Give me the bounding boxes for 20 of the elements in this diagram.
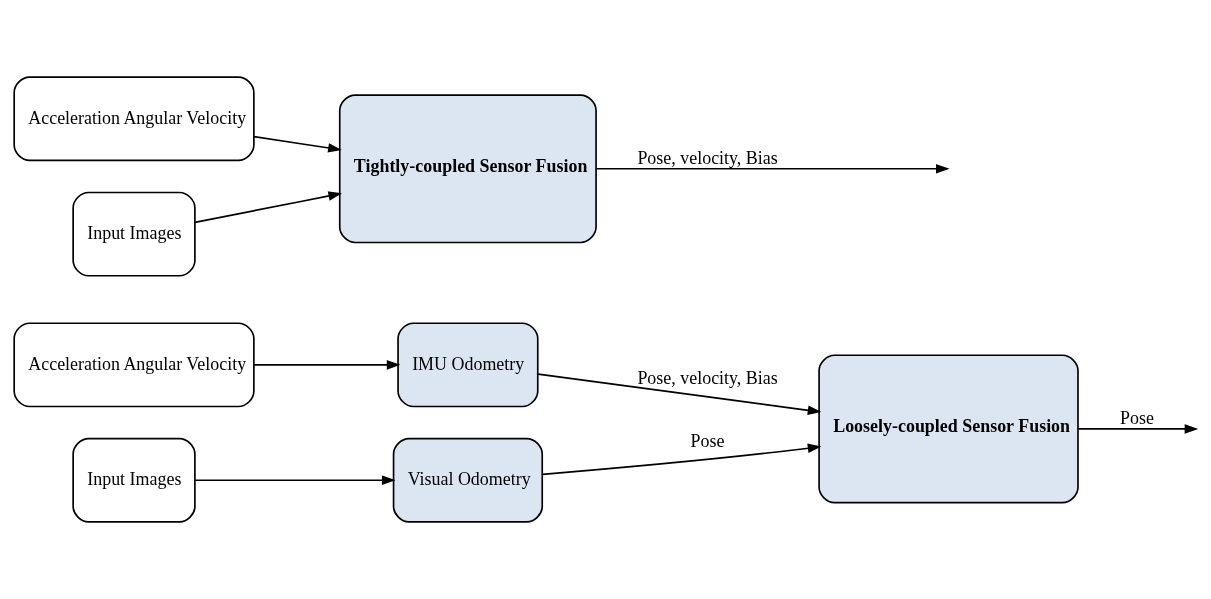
arrow [194, 475, 396, 485]
edge-label: Pose [690, 431, 725, 452]
arrow [537, 373, 822, 415]
arrow [253, 135, 342, 153]
arrow [595, 164, 950, 174]
node-box: IMU Odometry [397, 322, 539, 408]
node-box: Visual Odometry [392, 437, 544, 523]
node-box: Acceleration Angular Velocity [13, 322, 255, 408]
edge-label: Pose, velocity, Bias [637, 147, 778, 168]
node-box: Input Images [72, 437, 196, 523]
arrow [1077, 424, 1199, 434]
edge-label: Pose [1119, 408, 1154, 429]
node-box: Tightly-coupled Sensor Fusion [338, 94, 597, 244]
edge-label: Pose, velocity, Bias [637, 368, 778, 389]
arrow [194, 191, 342, 224]
arrow [253, 360, 401, 370]
node-box: Input Images [72, 191, 196, 277]
arrow [541, 443, 822, 476]
node-box: Acceleration Angular Velocity [13, 76, 255, 162]
node-box: Loosely-coupled Sensor Fusion [818, 354, 1079, 504]
